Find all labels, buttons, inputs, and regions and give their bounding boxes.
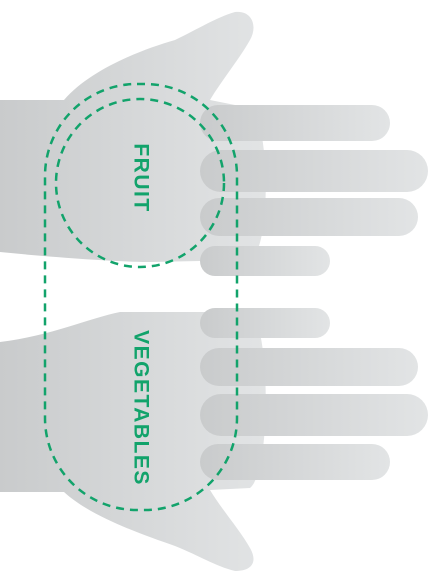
bottom-hand-finger-2 (200, 348, 418, 386)
bottom-hand-finger-3 (200, 394, 428, 436)
top-hand (0, 11, 428, 276)
bottom-hand-palm (0, 312, 266, 571)
bottom-hand-finger-1 (200, 308, 330, 338)
top-hand-finger-3 (200, 198, 418, 236)
fruit-circle (54, 97, 226, 269)
top-hand-finger-2 (200, 150, 428, 192)
bottom-hand-finger-4 (200, 444, 390, 480)
top-hand-palm (0, 11, 266, 262)
top-hand-finger-4 (200, 246, 330, 276)
fruit-label: FRUIT (129, 143, 152, 212)
top-hand-finger-1 (200, 105, 390, 141)
vegetables-label: VEGETABLES (129, 330, 152, 486)
bottom-hand (0, 308, 428, 571)
portion-outline (43, 82, 239, 512)
